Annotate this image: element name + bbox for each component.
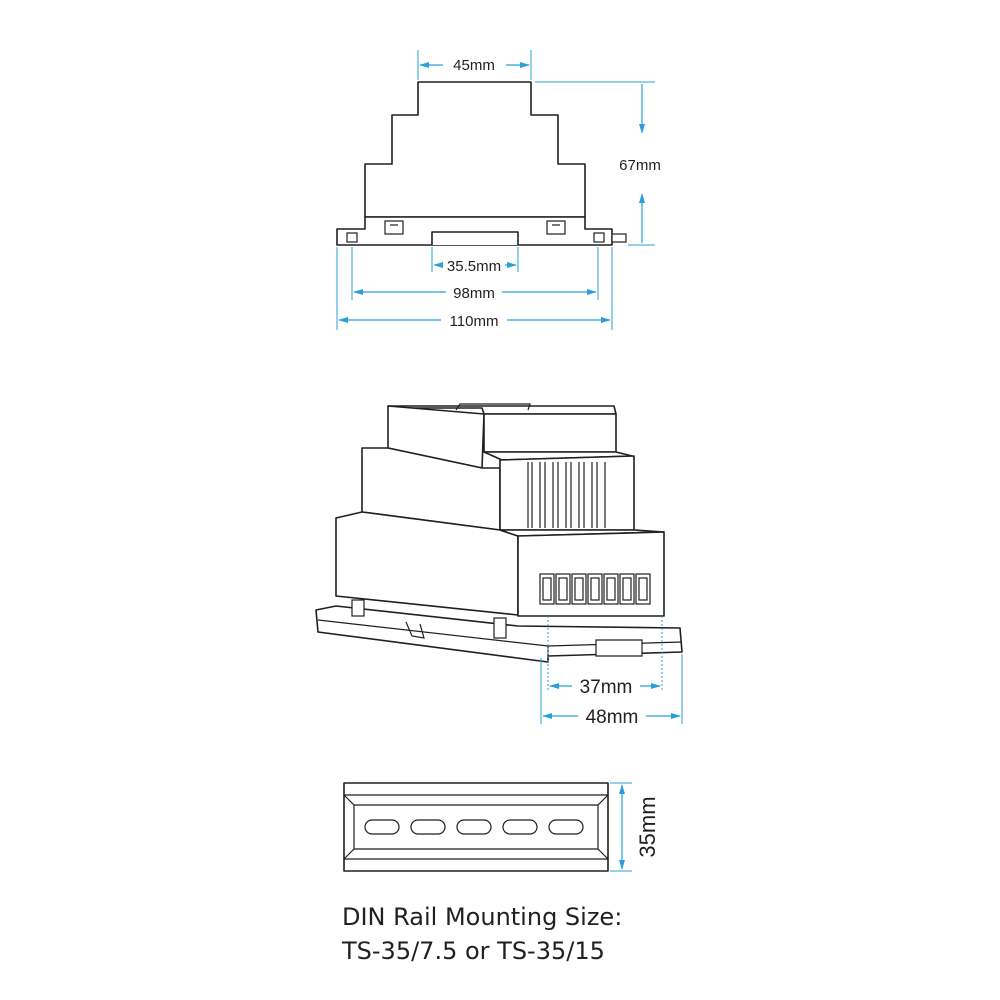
front-latch <box>611 233 627 243</box>
front-housing <box>364 81 586 218</box>
rail-view: 35mm <box>343 782 660 872</box>
front-view: 45mm 67mm 35.5mm 98mm 110mm <box>336 50 661 330</box>
iso-clip-right <box>493 617 507 639</box>
dim-35mm-label: 35mm <box>635 796 660 857</box>
front-clip-right <box>546 220 566 235</box>
dim-37mm-label: 37mm <box>580 677 633 698</box>
iso-terminal-block <box>539 573 651 605</box>
caption-line-1: DIN Rail Mounting Size: <box>342 903 623 931</box>
front-clip-left <box>384 220 404 235</box>
caption-line-2: TS-35/7.5 or TS-35/15 <box>342 937 605 965</box>
front-rail-recess <box>431 231 519 245</box>
mounting-caption: DIN Rail Mounting Size: TS-35/7.5 or TS-… <box>342 900 622 968</box>
dim-35-5mm-label: 35.5mm <box>447 258 501 275</box>
dim-110mm-label: 110mm <box>450 313 499 330</box>
iso-view: 37mm 48mm <box>315 403 683 728</box>
iso-vent-slots <box>527 462 606 528</box>
dim-48mm-label: 48mm <box>586 707 639 728</box>
dim-67mm-label: 67mm <box>619 157 661 174</box>
rail-slots <box>364 819 584 835</box>
iso-mid-front <box>499 455 635 531</box>
front-tab-right <box>593 232 605 243</box>
front-base <box>336 216 613 246</box>
iso-base-notch <box>595 639 643 657</box>
iso-top-block-front <box>483 413 617 453</box>
dim-45mm-label: 45mm <box>453 57 495 74</box>
front-tab-left <box>346 232 358 243</box>
iso-clip-left <box>351 599 365 617</box>
dim-98mm-label: 98mm <box>453 285 495 302</box>
